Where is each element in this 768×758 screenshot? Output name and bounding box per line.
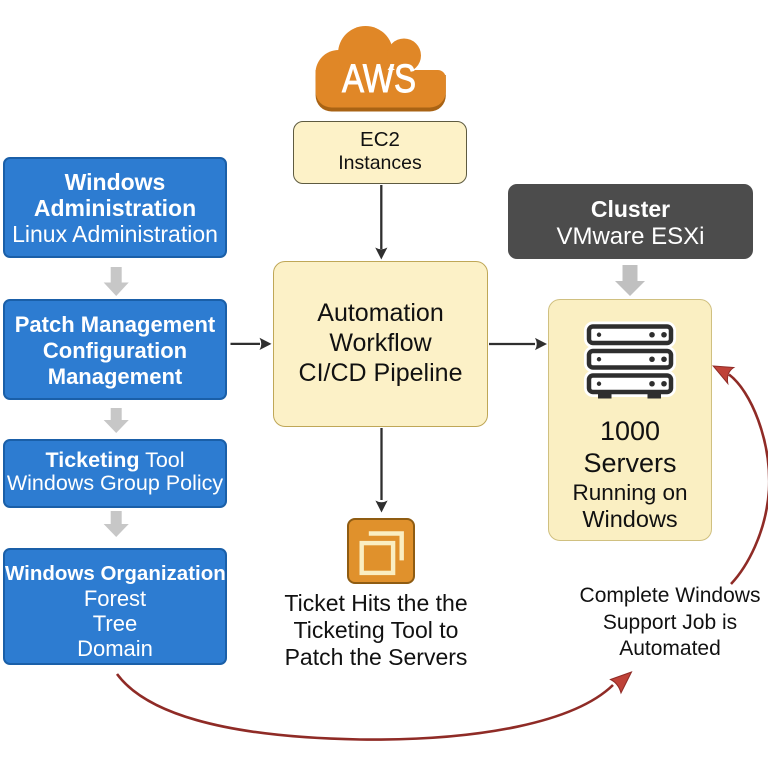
svg-text:AWS: AWS — [342, 56, 416, 101]
